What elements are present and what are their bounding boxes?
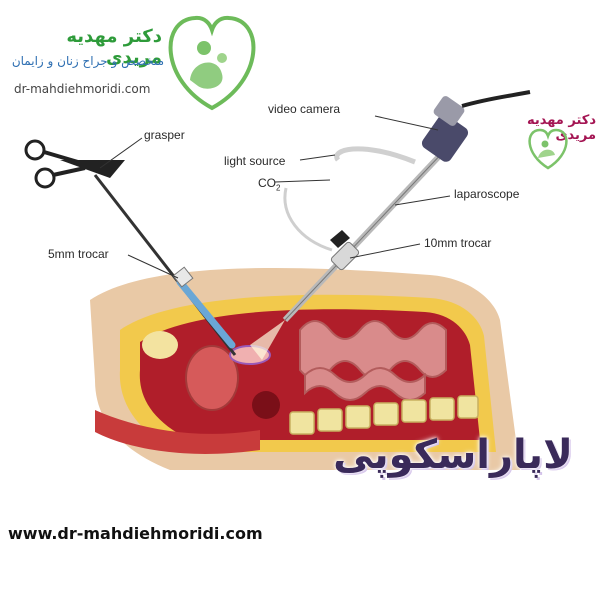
label-light-source: light source: [224, 154, 286, 168]
intestines: [299, 320, 447, 401]
specialty-text: متخصص و جراح زنان و زایمان: [11, 54, 164, 68]
label-10mm-trocar: 10mm trocar: [424, 236, 492, 250]
footer-site-url[interactable]: www.dr-mahdiehmoridi.com: [8, 524, 263, 543]
leader-lines: [99, 115, 451, 279]
pelvic-floor: [95, 410, 260, 454]
laparoscope-instrument: [250, 90, 531, 360]
spine: [289, 395, 479, 435]
small-heart-logo-icon: [528, 128, 568, 170]
site-url-short[interactable]: dr-mahdiehmoridi.com: [14, 82, 151, 96]
label-video-camera: video camera: [268, 102, 341, 116]
label-co2-base: CO: [258, 176, 276, 190]
bladder: [142, 331, 178, 359]
doctor-name: دکتر مهدیه مریدی: [66, 26, 162, 68]
label-grasper: grasper: [144, 128, 185, 142]
grasper-instrument: [24, 139, 237, 356]
uterus: [185, 345, 239, 411]
rectum: [252, 391, 280, 419]
label-5mm-trocar: 5mm trocar: [48, 247, 109, 261]
label-laparoscope: laparoscope: [454, 187, 520, 201]
page-title: لاپاراسکوپی: [333, 432, 573, 478]
label-co2-subscript: 2: [276, 183, 281, 193]
heart-logo-icon: [168, 15, 256, 111]
label-co2: CO2: [258, 176, 280, 192]
